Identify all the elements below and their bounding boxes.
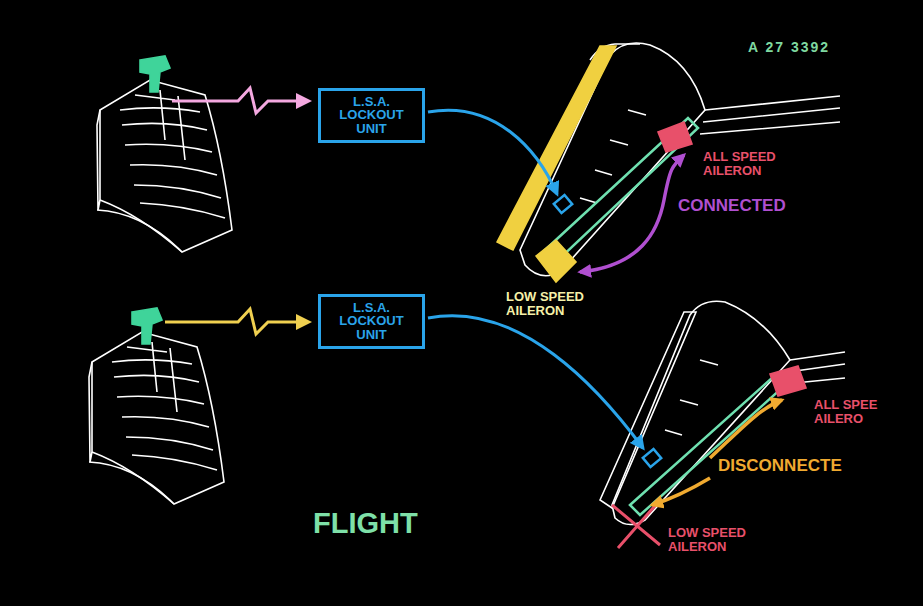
signal-arrow bbox=[428, 316, 643, 448]
throttle-quadrant bbox=[97, 56, 232, 252]
wing bbox=[600, 301, 845, 548]
signal-arrow bbox=[172, 88, 312, 113]
lockout-box: L.S.A. LOCKOUT UNIT bbox=[318, 88, 425, 143]
throttle-quadrant bbox=[89, 308, 224, 504]
box-label: L.S.A. LOCKOUT UNIT bbox=[333, 95, 410, 136]
wing bbox=[497, 43, 840, 282]
box-label: L.S.A. LOCKOUT UNIT bbox=[333, 301, 410, 342]
state-label: DISCONNECTE bbox=[718, 457, 868, 476]
part-label: ALL SPEED AILERON bbox=[703, 150, 813, 179]
link-arrow bbox=[710, 400, 782, 458]
lockout-box: L.S.A. LOCKOUT UNIT bbox=[318, 294, 425, 349]
part-label: ALL SPEE AILERO bbox=[814, 398, 884, 427]
link-arrow bbox=[580, 155, 684, 272]
signal-arrow bbox=[428, 110, 557, 194]
part-label: LOW SPEED AILERON bbox=[668, 526, 778, 555]
signal-arrow bbox=[165, 309, 312, 334]
state-label: CONNECTED bbox=[678, 197, 818, 216]
drawing-number: A 27 3392 bbox=[748, 40, 868, 55]
part-label: LOW SPEED AILERON bbox=[506, 290, 616, 319]
link-arrow bbox=[652, 478, 710, 505]
title: FLIGHT bbox=[313, 508, 418, 540]
